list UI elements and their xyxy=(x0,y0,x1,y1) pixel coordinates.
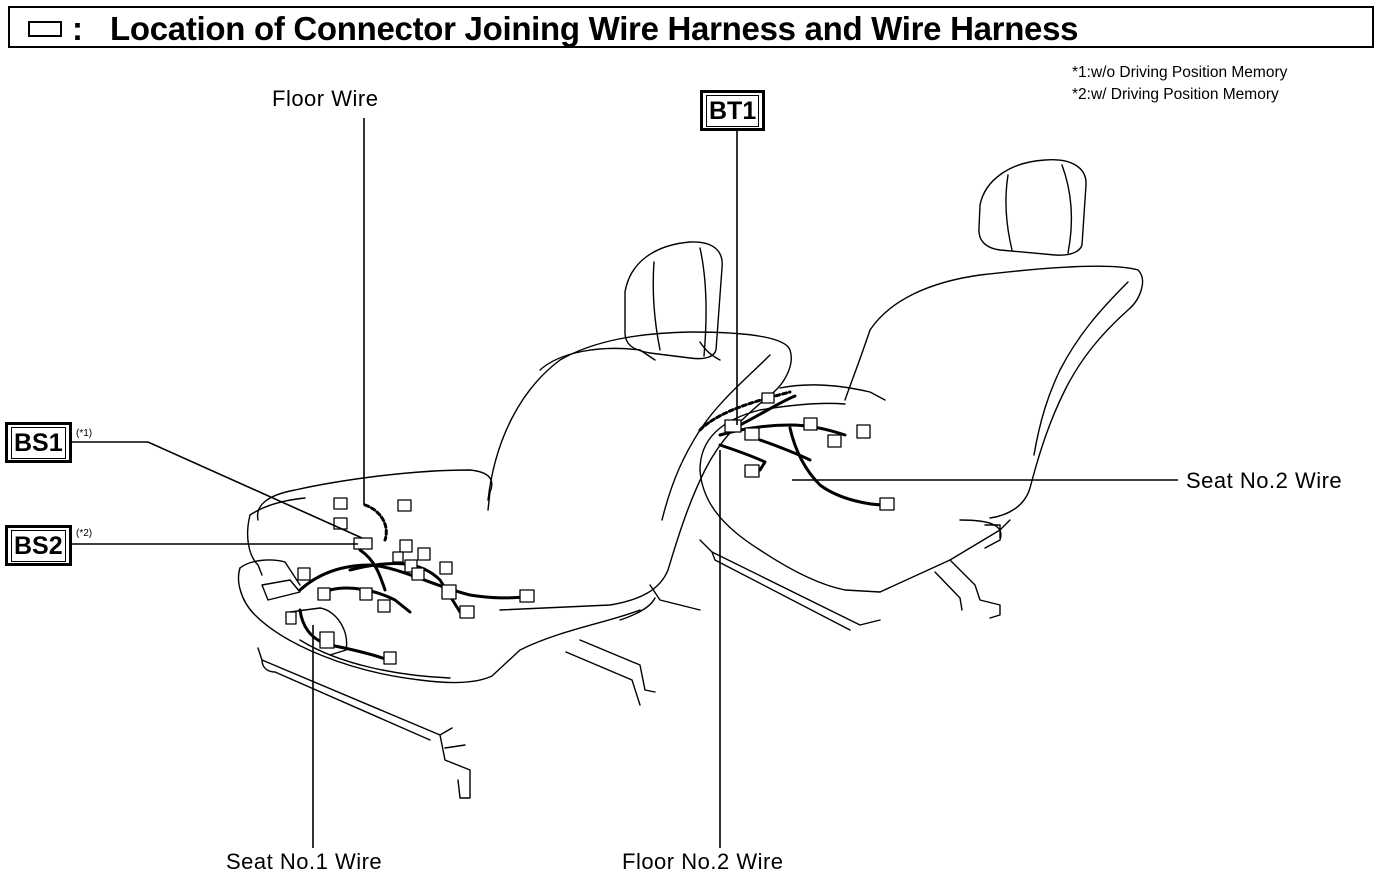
connector-bs1-note: (*1) xyxy=(76,428,93,439)
connector-code-bs1-text: BS1 xyxy=(11,427,66,459)
seat-2-drawing xyxy=(649,159,1144,631)
note-1: *1:w/o Driving Position Memory xyxy=(1072,64,1288,81)
connector-code-bt1: BT1 xyxy=(700,90,766,131)
seat-2-connectors xyxy=(724,392,895,511)
connector-symbol-icon xyxy=(28,21,62,37)
floor-no2-wire-label: Floor No.2 Wire xyxy=(622,849,784,874)
connector-code-bs2-text: BS2 xyxy=(11,530,66,562)
note-2: *2:w/ Driving Position Memory xyxy=(1072,86,1279,103)
title-bar: : Location of Connector Joining Wire Har… xyxy=(8,6,1374,48)
leader-lines xyxy=(72,118,1178,848)
seat-no2-wire-label: Seat No.2 Wire xyxy=(1186,468,1343,493)
connector-code-bt1-text: BT1 xyxy=(706,95,760,127)
seat-1-connectors xyxy=(285,497,535,665)
seat-no1-wire-label: Seat No.1 Wire xyxy=(226,849,383,874)
title-colon: : xyxy=(72,10,83,47)
floor-wire-label: Floor Wire xyxy=(272,86,379,111)
connector-code-bs2: BS2 xyxy=(5,525,72,566)
connector-code-bs1: BS1 xyxy=(5,422,72,463)
seat-1-drawing xyxy=(237,241,792,799)
connector-bs2-note: (*2) xyxy=(76,528,93,539)
page-title: Location of Connector Joining Wire Harne… xyxy=(110,10,1079,47)
seat-2-harness xyxy=(698,390,887,507)
